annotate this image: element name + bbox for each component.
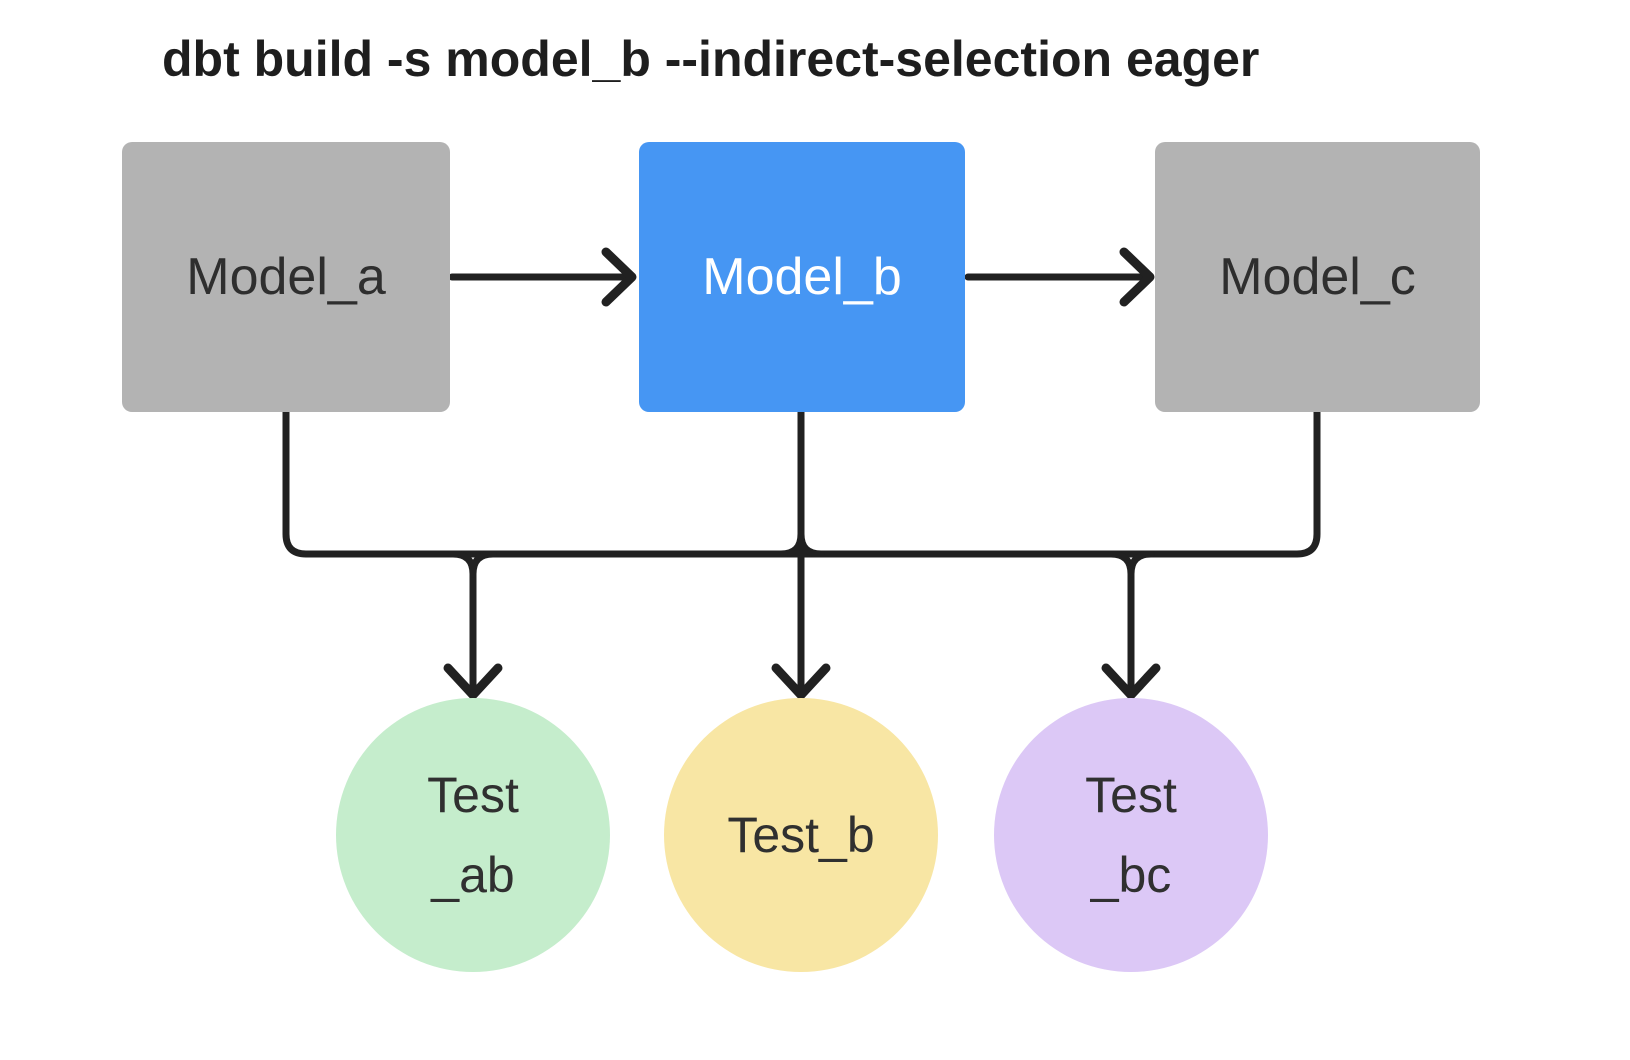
edge-model-b-to-test-b: [771, 394, 831, 700]
node-model-c-label: Model_c: [1219, 248, 1416, 306]
node-model-b[interactable]: Model_b: [639, 142, 965, 412]
edge-model-a-to-model-b: [448, 247, 637, 307]
node-model-b-label: Model_b: [702, 248, 902, 306]
node-test-bc-label-line1: Test: [1085, 767, 1177, 823]
node-model-a[interactable]: Model_a: [122, 142, 450, 412]
diagram-title: dbt build -s model_b --indirect-selectio…: [162, 31, 1260, 87]
node-test-ab-label-line2: _ab: [431, 847, 515, 903]
node-test-b-label: Test_b: [727, 807, 875, 863]
edge-model-b-to-model-c: [964, 247, 1155, 307]
node-model-c[interactable]: Model_c: [1155, 142, 1480, 412]
edge-bus-to-test-ab: [443, 550, 503, 700]
edge-bus-to-test-bc: [1101, 550, 1161, 700]
node-test-ab-label-line1: Test: [427, 767, 519, 823]
node-test-bc-label-line2: _bc: [1090, 847, 1172, 903]
node-test-ab[interactable]: Test _ab: [336, 698, 610, 972]
edge-bus: [282, 406, 1321, 558]
node-test-b[interactable]: Test_b: [664, 698, 938, 972]
node-test-bc[interactable]: Test _bc: [994, 698, 1268, 972]
node-model-a-label: Model_a: [186, 248, 386, 306]
